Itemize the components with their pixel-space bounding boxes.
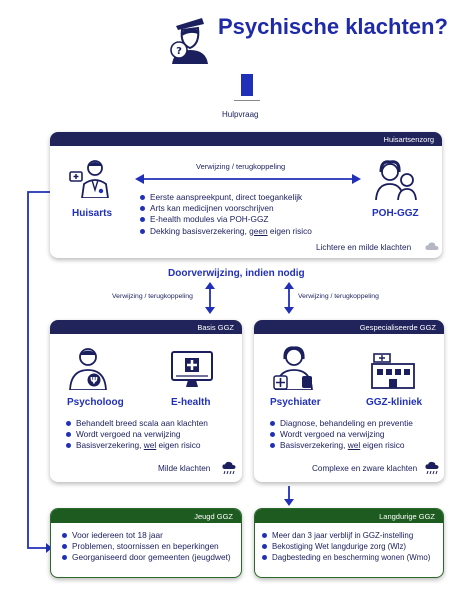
langdurige-ggz-card-header: Langdurige GGZ [255,509,443,523]
gespecialiseerde-ggz-bullets: Diagnose, behandeling en preventie Wordt… [270,418,442,452]
double-arrow-horizontal [135,174,361,184]
list-item: Voor iedereen tot 18 jaar [62,530,240,541]
e-health-label: E-health [171,397,211,408]
list-item: Problemen, stoornissen en beperkingen [62,541,240,552]
list-item: Georganiseerd door gemeenten (jeugdwet) [62,552,240,563]
hulpvraag-underline [234,100,260,101]
jeugd-ggz-bullets: Voor iedereen tot 18 jaar Problemen, sto… [62,530,240,564]
list-item: Basisverzekering, wel eigen risico [66,440,238,451]
list-item: Wordt vergoed na verwijzing [270,429,442,440]
gespecialiseerde-ggz-card-header: Gespecialiseerde GGZ [254,320,444,334]
svg-text:Ψ: Ψ [90,377,98,387]
list-item: Bekostiging Wet langdurige zorg (Wlz) [262,541,442,552]
psychiatrist-icon [273,346,313,390]
ggz-kliniek-label: GGZ-kliniek [366,397,423,408]
huisarts-card: Huisartsenzorg [50,132,442,258]
cloud-icon [425,242,439,250]
huisarts-bullets: Eerste aanspreekpunt, direct toegankelij… [140,192,370,237]
psychologist-icon: Ψ [69,348,107,390]
down-arrow [284,486,294,506]
double-arrow-left-vertical [205,282,215,314]
thinking-person-icon: ? [170,18,208,64]
arrow-left-label: Verwijzing / terugkoppeling [112,293,193,300]
huisarts-card-header: Huisartsenzorg [50,132,442,146]
jeugd-ggz-card-header: Jeugd GGZ [51,509,241,523]
hulpvraag-label: Hulpvraag [222,110,259,119]
list-item: Wordt vergoed na verwijzing [66,429,238,440]
poh-ggz-icon [375,160,417,200]
langdurige-ggz-card: Langdurige GGZ [254,508,444,578]
basis-ggz-footer: Milde klachten [158,464,211,473]
basis-ggz-card: Basis GGZ [50,320,242,482]
huisarts-arrow-label: Verwijzing / terugkoppeling [196,162,286,171]
gespecialiseerde-ggz-footer: Complexe en zware klachten [312,464,418,473]
svg-text:?: ? [176,46,182,57]
clinic-icon [371,353,415,389]
list-item: Diagnose, behandeling en preventie [270,418,442,429]
jeugd-ggz-card: Jeugd GGZ [50,508,242,578]
rain-cloud-icon [222,461,236,475]
list-item: Basisverzekering, wel eigen risico [270,440,442,451]
basis-ggz-card-header: Basis GGZ [50,320,242,334]
langdurige-ggz-bullets: Meer dan 3 jaar verblijf in GGZ-instelli… [262,530,442,564]
doctor-icon [69,160,109,198]
poh-ggz-label: POH-GGZ [372,208,419,219]
list-item: E-health modules via POH-GGZ [140,214,370,225]
huisarts-footer: Lichtere en milde klachten [316,243,412,252]
huisarts-label: Huisarts [72,208,113,219]
list-item: Dagbesteding en bescherming wonen (Wmo) [262,552,442,563]
psychiater-label: Psychiater [270,397,321,408]
double-arrow-right-vertical [284,282,294,314]
hulpvraag-marker [241,74,253,96]
page-title: Psychische klachten? [218,14,448,39]
gespecialiseerde-ggz-card: Gespecialiseerde GGZ [254,320,444,482]
left-connector-line [27,191,52,553]
doorverwijzing-label: Doorverwijzing, indien nodig [168,268,305,279]
arrow-right-label: Verwijzing / terugkoppeling [298,293,379,300]
list-item: Meer dan 3 jaar verblijf in GGZ-instelli… [262,530,442,541]
storm-cloud-icon [425,461,439,475]
monitor-health-icon [171,351,213,387]
list-item: Dekking basisverzekering, geen eigen ris… [140,226,370,237]
basis-ggz-bullets: Behandelt breed scala aan klachten Wordt… [66,418,238,452]
psycholoog-label: Psycholoog [67,397,124,408]
list-item: Eerste aanspreekpunt, direct toegankelij… [140,192,370,203]
list-item: Arts kan medicijnen voorschrijven [140,203,370,214]
list-item: Behandelt breed scala aan klachten [66,418,238,429]
